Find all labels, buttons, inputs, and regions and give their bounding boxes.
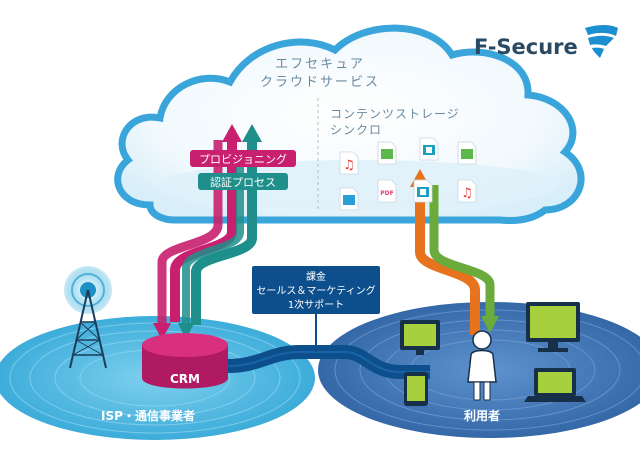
laptop-icon	[524, 368, 586, 402]
music-icon: ♫	[457, 179, 477, 203]
svg-text:♫: ♫	[461, 186, 473, 201]
crm-label: CRM	[170, 372, 200, 386]
cloud-sub-line1: コンテンツストレージ	[330, 107, 460, 121]
file-icons: ♫ PDF ♫	[339, 137, 477, 211]
sync-up-arrow	[415, 185, 480, 335]
large-monitor-icon	[526, 302, 580, 352]
tablet-icon	[404, 372, 428, 406]
video-icon	[413, 179, 433, 203]
billing-box: 課金 セールス＆マーケティング 1次サポート	[252, 266, 380, 352]
auth-badge: 認証プロセス	[198, 173, 288, 190]
image-icon	[457, 141, 477, 165]
sync-down-arrow	[429, 185, 495, 318]
provisioning-down-arrow	[157, 140, 223, 325]
cloud-sub-line2: シンクロ	[330, 123, 382, 137]
antenna-tower-icon	[64, 266, 112, 369]
billing-line2: セールス＆マーケティング	[256, 284, 375, 297]
users-label: 利用者	[464, 408, 500, 423]
auth-down-arrow	[182, 150, 244, 325]
f-secure-logo-mark-icon	[585, 25, 618, 58]
billing-line3: 1次サポート	[288, 298, 344, 311]
document-icon	[339, 187, 359, 211]
billing-line1: 課金	[306, 270, 326, 283]
provisioning-badge: プロビジョニング	[190, 150, 296, 167]
svg-text:PDF: PDF	[380, 190, 393, 197]
f-secure-logo: F-Secure	[474, 25, 618, 59]
crm-cylinder: CRM	[142, 333, 228, 389]
pdf-icon: PDF	[377, 179, 397, 203]
svg-text:♫: ♫	[343, 158, 355, 173]
auth-up-arrow	[191, 140, 257, 325]
music-icon: ♫	[339, 151, 359, 175]
user-person-icon	[467, 330, 497, 401]
isp-label: ISP・通信事業者	[101, 408, 195, 423]
brand-name: F-Secure	[474, 35, 578, 59]
monitor-icon	[400, 320, 440, 355]
provisioning-label: プロビジョニング	[199, 152, 287, 166]
video-icon	[419, 137, 439, 161]
image-icon	[377, 141, 397, 165]
cloud-title-line1: エフセキュア	[275, 57, 365, 72]
cloud-title-line2: クラウドサービス	[260, 75, 380, 90]
auth-label: 認証プロセス	[210, 175, 276, 189]
